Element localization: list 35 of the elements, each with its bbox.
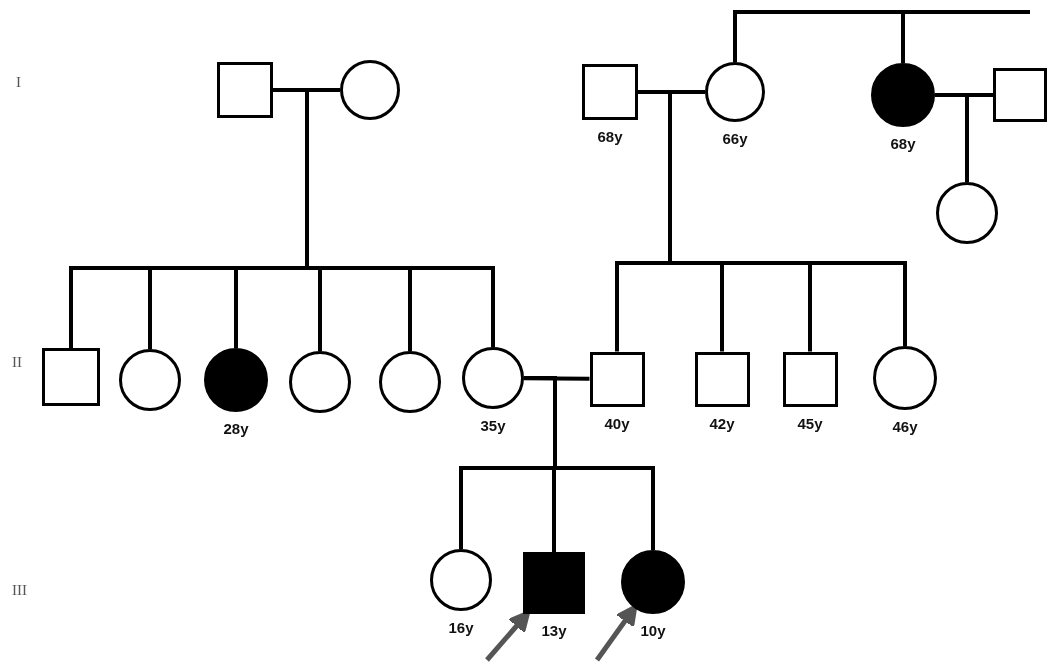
male-square: [782, 351, 838, 407]
generation-label: III: [12, 582, 27, 599]
age-label: 45y: [797, 414, 823, 432]
affected-female-circle: [204, 348, 268, 412]
affected-female-circle: [871, 63, 935, 127]
male-square: [582, 64, 638, 120]
age-label: 13y: [541, 622, 567, 639]
pedigree-line: [638, 90, 907, 346]
age-label: 66y: [722, 130, 748, 147]
age-label: 68y: [597, 128, 623, 145]
male-square: [993, 68, 1047, 122]
affected-male-square: [523, 552, 585, 614]
generation-label: II: [12, 354, 22, 371]
female-circle: [705, 62, 765, 122]
age-label: 28y: [223, 420, 249, 437]
pedigree-line: [901, 10, 1030, 63]
male-square: [217, 62, 273, 118]
female-circle: [340, 60, 400, 120]
pedigree-line: [935, 93, 969, 182]
male-square: [42, 348, 100, 406]
age-label: 46y: [892, 418, 918, 435]
age-label: 40y: [604, 414, 630, 432]
age-label: 35y: [480, 417, 506, 434]
pedigree-line: [524, 376, 655, 550]
male-square: [694, 351, 750, 407]
female-circle: [873, 346, 937, 410]
age-label: 10y: [640, 622, 666, 639]
pedigree-line: [273, 88, 495, 347]
affected-female-circle: [621, 550, 685, 614]
age-label: 68y: [890, 135, 916, 152]
proband-arrow: [485, 610, 531, 662]
age-label: 42y: [709, 414, 735, 432]
male-square: [589, 351, 645, 407]
age-label: 16y: [448, 619, 474, 636]
generation-label: I: [16, 74, 21, 91]
